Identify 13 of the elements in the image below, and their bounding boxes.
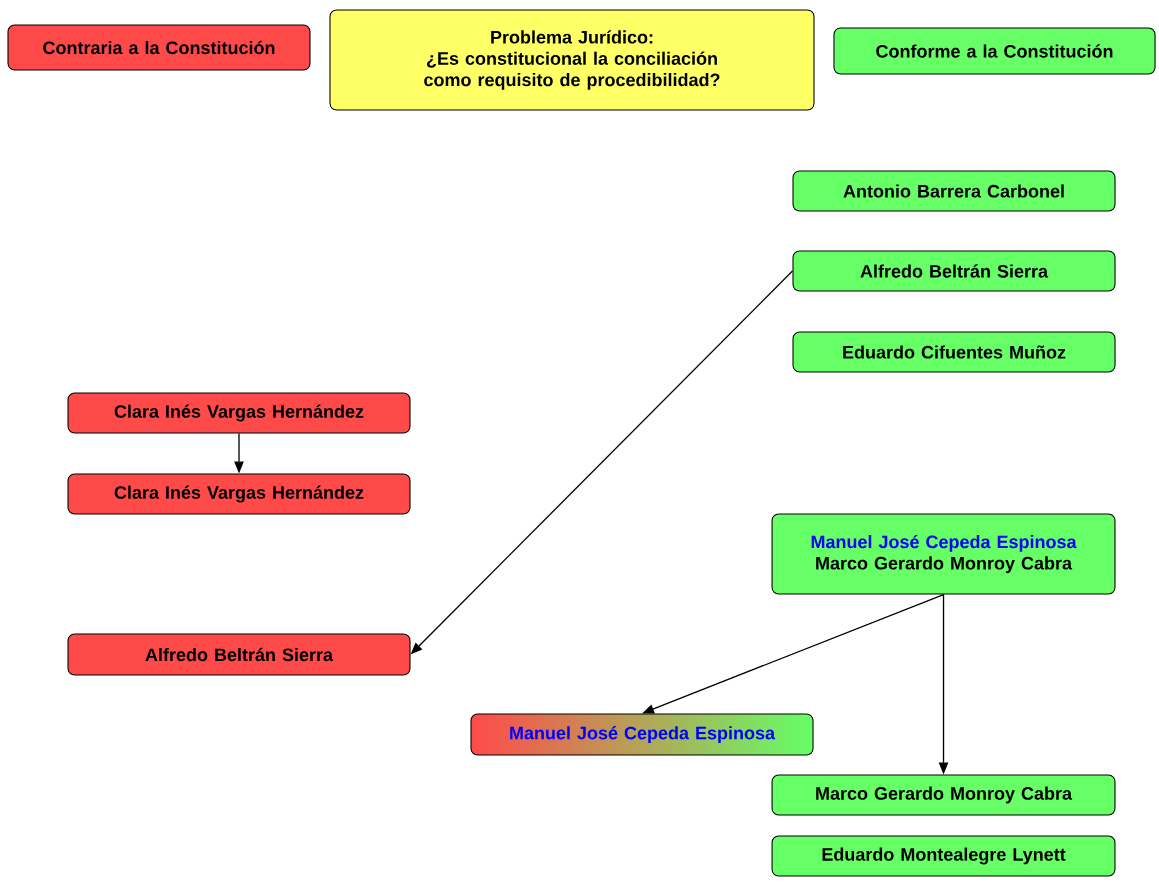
verdict-box: Conforme a la Constitución [833,27,1156,75]
name-box: Clara Inés Vargas Hernández [67,392,411,434]
question-box: Problema Jurídico: ¿Es constitucional la conciliación como requisito de procedibilidad? [329,9,815,111]
name-box: Eduardo Montealegre Lynett [771,835,1116,877]
name-box: Marco Gerardo Monroy Cabra [771,774,1116,816]
name-box: Antonio Barrera Carbonel [792,170,1116,212]
name-box: Eduardo Cifuentes Muñoz [792,331,1116,373]
verdict-box: Contraria a la Constitución [7,24,311,71]
name-box: Alfredo Beltrán Sierra [67,633,411,676]
name-box: Alfredo Beltrán Sierra [792,250,1116,292]
name-box: Manuel José Cepeda Espinosa [470,713,814,756]
name-box: Manuel José Cepeda Espinosa Marco Gerardo Monroy Cabra [771,513,1116,595]
name-box: Clara Inés Vargas Hernández [67,473,411,515]
